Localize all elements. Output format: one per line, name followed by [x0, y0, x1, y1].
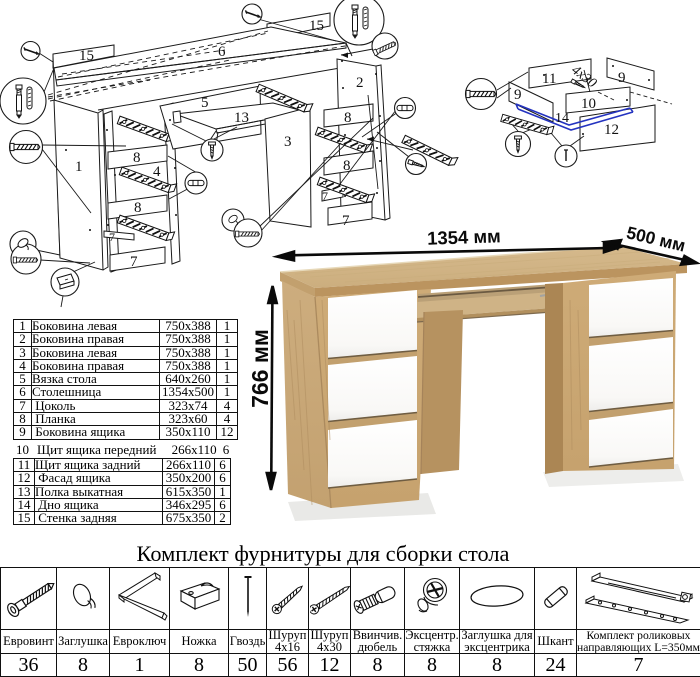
- svg-text:2: 2: [356, 75, 364, 91]
- svg-text:3: 3: [284, 134, 292, 150]
- svg-text:7: 7: [130, 254, 138, 270]
- svg-text:7: 7: [109, 230, 115, 244]
- svg-text:8: 8: [133, 150, 141, 166]
- svg-text:5: 5: [201, 95, 209, 111]
- svg-text:15: 15: [309, 18, 324, 34]
- svg-text:8: 8: [343, 158, 351, 174]
- svg-text:6: 6: [218, 44, 226, 60]
- svg-text:8: 8: [134, 200, 142, 216]
- svg-text:15: 15: [79, 48, 94, 64]
- svg-text:11: 11: [542, 71, 556, 87]
- svg-text:9: 9: [514, 87, 522, 103]
- svg-text:14: 14: [555, 111, 569, 126]
- svg-text:766 мм: 766 мм: [247, 329, 273, 408]
- svg-text:7: 7: [342, 213, 350, 229]
- svg-text:4: 4: [153, 164, 161, 180]
- svg-text:8: 8: [344, 110, 352, 126]
- svg-text:9: 9: [618, 70, 626, 86]
- svg-text:10: 10: [581, 96, 596, 112]
- svg-text:12: 12: [604, 122, 619, 138]
- svg-text:7: 7: [322, 189, 328, 203]
- svg-text:1354 мм: 1354 мм: [427, 225, 501, 249]
- svg-text:1: 1: [75, 159, 83, 175]
- svg-text:13: 13: [234, 110, 249, 126]
